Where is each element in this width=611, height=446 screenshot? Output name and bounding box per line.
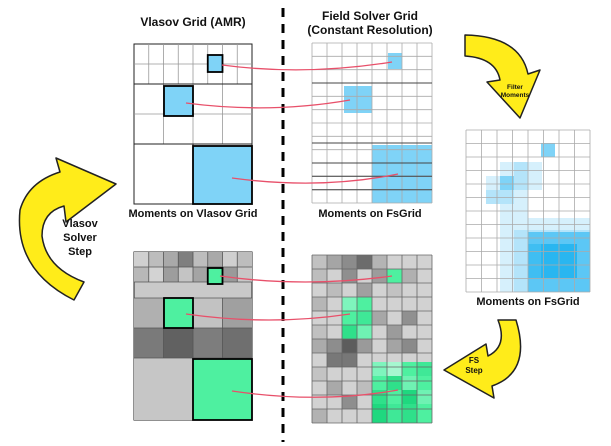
vlasov-moment-cell-large bbox=[192, 145, 253, 205]
vlasov-solver-step-label-line2: Solver bbox=[63, 232, 97, 244]
moments-on-fsgrid-right-label: Moments on FsGrid bbox=[476, 296, 579, 308]
filter-moments-arrow: Filter Moments bbox=[464, 34, 541, 119]
fs-step-label-line1: FS bbox=[469, 356, 480, 365]
fsgrid-top bbox=[311, 42, 433, 204]
vlasov-moment-cell-small bbox=[206, 54, 224, 73]
vlasov-moment-cell-medium-green bbox=[163, 297, 194, 329]
fs-grid-title-line2: (Constant Resolution) bbox=[307, 23, 432, 37]
vlasov-amr-grid-top bbox=[133, 43, 253, 205]
vlasov-moment-cell-large-green bbox=[192, 358, 253, 421]
filter-moments-label-line1: Filter bbox=[507, 84, 523, 91]
moments-on-fsgrid-center-label: Moments on FsGrid bbox=[318, 208, 421, 220]
fs-grid-title-line1: Field Solver Grid bbox=[322, 9, 418, 23]
fs-step-label-line2: Step bbox=[465, 366, 482, 375]
vlasov-solver-step-label-line1: Vlasov bbox=[62, 218, 98, 230]
bottom-connectors bbox=[185, 275, 399, 398]
fsgrid-filtered-right bbox=[465, 129, 591, 293]
vlasov-solver-step-arrow: Vlasov Solver Step bbox=[18, 157, 117, 301]
vlasov-moment-cell-medium bbox=[163, 85, 194, 117]
top-connectors bbox=[185, 61, 399, 184]
vlasov-solver-step-label-line3: Step bbox=[68, 246, 92, 258]
vlasov-amr-grid-bottom bbox=[133, 251, 253, 421]
moments-on-vlasov-grid-label: Moments on Vlasov Grid bbox=[129, 208, 258, 220]
fs-step-arrow: FS Step bbox=[443, 319, 522, 399]
filter-moments-label-line2: Moments bbox=[501, 92, 530, 99]
fsgrid-bottom bbox=[311, 254, 433, 424]
vlasov-grid-title: Vlasov Grid (AMR) bbox=[140, 15, 245, 29]
